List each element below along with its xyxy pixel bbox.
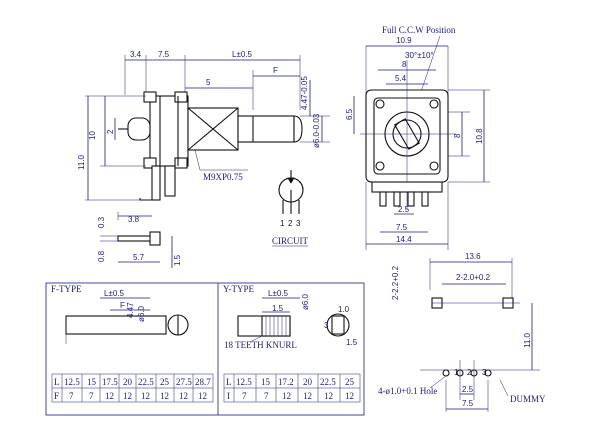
circuit-pin-3: 3	[296, 219, 301, 228]
yt-F-3: 12	[282, 391, 291, 401]
ytype-table: L 12.5 15 17.2 20 22.5 25 I 7 7 12 12 12…	[223, 373, 361, 403]
yt-F-4: 12	[303, 391, 312, 401]
dim-13-6: 13.6	[465, 252, 481, 261]
dim-0-3: 0.3	[97, 216, 106, 228]
dim-2-2-2: 2-2.2+0.2	[391, 265, 400, 300]
dim-30deg: 30°±10°	[405, 51, 434, 60]
yt-L-2: 15	[261, 377, 271, 387]
yt-F-0: I	[227, 391, 230, 401]
yt-L-0: L	[226, 377, 232, 387]
dim-11-0-b: 11.0	[523, 332, 532, 348]
dim-5-4: 5.4	[395, 74, 407, 83]
yt-F-2: 7	[264, 391, 269, 401]
yt-L-4: 20	[303, 377, 313, 387]
ftype-title: F-TYPE	[51, 284, 82, 294]
dim-3-4: 3.4	[130, 50, 142, 59]
ytype-phi6: ø6.0	[301, 293, 310, 310]
ft-F-1: 7	[69, 391, 74, 401]
yt-F-1: 7	[242, 391, 247, 401]
ytype-L: L±0.5	[268, 289, 289, 298]
ft-L-2: 15	[87, 377, 97, 387]
ftype-table: L 12.5 15 17.5 20 22.5 25 27.5 28.7 F 7 …	[51, 373, 214, 403]
dim-14-4: 14.4	[396, 235, 412, 244]
terminal-detail: 0.3 0.8 5.7 1.5	[97, 216, 182, 268]
dim-10-9: 10.9	[396, 36, 412, 45]
ft-L-4: 20	[123, 377, 133, 387]
dim-2: 2	[106, 129, 115, 134]
knurl-lines	[265, 316, 287, 336]
ytype-1-0: 1.0	[338, 305, 350, 314]
ft-L-7: 27.5	[176, 377, 192, 387]
dim-1-5: 1.5	[173, 254, 182, 266]
pcb-footprint: 13.6 2-2.0+0.2 2-2.2+0.2 11.0 1 2 3 2.5 …	[378, 252, 546, 412]
variants-box: F-TYPE Y-TYPE L±0.5 F 4.47 ø6.0 L±0.5 ø6…	[45, 282, 365, 416]
dim-3-8: 3.8	[128, 215, 140, 224]
dim-10-8: 10.8	[475, 128, 484, 144]
dim-4-47: 4.47-0.05	[300, 76, 309, 110]
dim-2-5: 2.5	[398, 205, 410, 214]
dim-7-5: 7.5	[158, 50, 170, 59]
ftype-F: F	[120, 301, 125, 310]
ft-L-6: 25	[160, 377, 170, 387]
ftype-L: L±0.5	[104, 289, 125, 298]
fp-pin-2: 2	[467, 368, 472, 377]
ytype-3: 3	[324, 321, 329, 330]
yt-L-1: 12.5	[236, 377, 252, 387]
dim-phi-6: ø6.0-0.03	[312, 113, 321, 148]
ft-F-7: 12	[179, 391, 188, 401]
dim-7-5-b: 7.5	[396, 223, 408, 232]
circuit-pin-1: 1	[280, 219, 285, 228]
ftype-phi6: ø6.0	[137, 305, 146, 322]
knurl-label: 18 TEETH KNURL	[224, 340, 297, 350]
ccw-label: Full C.C.W Position	[382, 25, 456, 35]
hole-label: 4-ø1.0+0.1 Hole	[378, 386, 437, 396]
ft-F-8: 12	[198, 391, 207, 401]
ft-L-5: 22.5	[138, 377, 154, 387]
ft-L-0: L	[54, 377, 60, 387]
ft-L-1: 12.5	[64, 377, 80, 387]
ft-L-8: 28.7	[195, 377, 211, 387]
dim-5-7: 5.7	[133, 253, 145, 262]
dim-7-5-c: 7.5	[462, 399, 474, 408]
ftype-447: 4.47	[126, 302, 135, 318]
dim-F: F	[273, 66, 278, 75]
fp-pin-1: 1	[454, 368, 459, 377]
ft-L-3: 17.5	[102, 377, 118, 387]
yt-L-6: 25	[345, 377, 355, 387]
ft-F-5: 12	[141, 391, 150, 401]
ft-F-4: 12	[123, 391, 132, 401]
ft-F-6: 12	[160, 391, 169, 401]
dim-2-5-b: 2.5	[462, 385, 474, 394]
yt-L-5: 22.5	[320, 377, 336, 387]
circuit-symbol: 1 2 3 CIRCUIT	[272, 170, 309, 247]
side-view: 3.4 7.5 L±0.5 F 5 10 2	[77, 50, 330, 224]
ft-F-0: F	[54, 391, 59, 401]
dim-8-b: 8	[453, 133, 462, 138]
ytype-h: 1.5	[346, 338, 358, 347]
dim-L: L±0.5	[232, 50, 253, 59]
dim-0-8: 0.8	[97, 250, 106, 262]
ytype-title: Y-TYPE	[223, 284, 255, 294]
ytype-1-5: 1.5	[272, 304, 284, 313]
dim-11-0: 11.0	[77, 154, 86, 170]
dim-6-5: 6.5	[345, 108, 354, 120]
thread-label: M9XP0.75	[203, 172, 243, 182]
yt-F-6: 12	[345, 391, 354, 401]
dummy-label: DUMMY	[510, 394, 546, 404]
circuit-label: CIRCUIT	[272, 236, 309, 246]
dim-8: 8	[402, 60, 407, 69]
front-view: Full C.C.W Position 10.9 30°±10° 8 5.4	[345, 25, 490, 250]
ft-F-2: 7	[89, 391, 94, 401]
dim-2-2-0: 2-2.0+0.2	[456, 273, 491, 282]
dim-10: 10	[88, 131, 97, 140]
fp-pin-3: 3	[482, 368, 487, 377]
yt-L-3: 17.2	[278, 377, 294, 387]
dim-5: 5	[206, 78, 211, 87]
yt-F-5: 12	[324, 391, 333, 401]
circuit-pin-2: 2	[288, 219, 293, 228]
ft-F-3: 12	[105, 391, 114, 401]
